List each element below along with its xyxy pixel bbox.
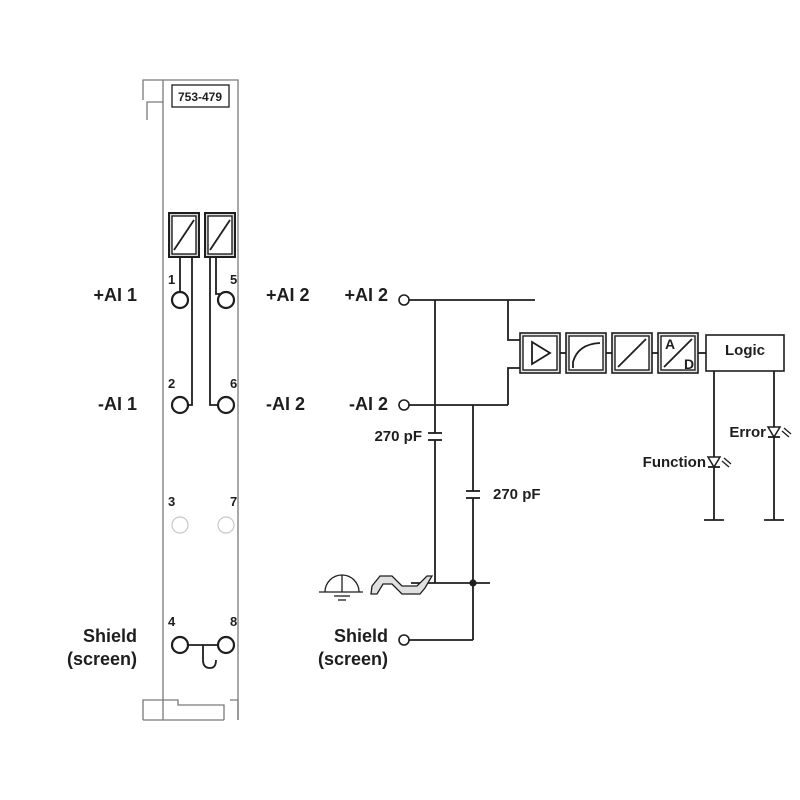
pin-5: 5	[230, 272, 237, 287]
part-number-box	[171, 84, 230, 108]
earth-ground-icon	[319, 574, 363, 601]
terminal-8	[216, 635, 236, 655]
label-plus-ai1: +AI 1	[93, 285, 137, 305]
schematic-terminal-plus	[398, 294, 410, 306]
label-screen: (screen)	[67, 649, 137, 669]
wire-amp-in-minus	[507, 367, 520, 405]
sensor-symbol-1	[168, 212, 200, 258]
logic-label: Logic	[725, 342, 765, 359]
label-shield: Shield	[83, 626, 137, 646]
error-led-icon	[766, 426, 792, 439]
shield-bridge-hook	[202, 645, 217, 669]
adc-label-d: D	[684, 356, 694, 372]
part-number: 753-479	[178, 90, 222, 104]
schematic-label-minus-ai2: -AI 2	[349, 394, 388, 414]
schematic-label-screen: (screen)	[318, 649, 388, 669]
pin-1: 1	[168, 272, 175, 287]
label-minus-ai1: -AI 1	[98, 394, 137, 414]
adc-label-a: A	[665, 336, 675, 352]
filter-block	[565, 332, 607, 374]
pin-8: 8	[230, 614, 237, 629]
schematic-terminal-shield	[398, 634, 410, 646]
isolator-block	[611, 332, 653, 374]
module-housing	[142, 79, 239, 721]
pin-3: 3	[168, 494, 175, 509]
terminal-6	[216, 395, 236, 415]
schematic-label-plus-ai2: +AI 2	[344, 285, 388, 305]
led-error-label: Error	[729, 424, 766, 441]
function-led-icon	[706, 456, 732, 469]
terminal-3	[171, 516, 189, 534]
logic-block	[705, 334, 785, 372]
wire-amp-in-plus	[507, 300, 520, 341]
label-plus-ai2: +AI 2	[266, 285, 310, 305]
terminal-7	[217, 516, 235, 534]
terminal-2	[170, 395, 190, 415]
capacitor-2-label: 270 pF	[493, 486, 541, 503]
schematic-label-shield: Shield	[334, 626, 388, 646]
adc-block	[657, 332, 699, 374]
pin-6: 6	[230, 376, 237, 391]
din-rail-icon	[370, 575, 434, 595]
pin-4: 4	[168, 614, 176, 629]
sensor-symbol-2	[204, 212, 236, 258]
terminal-1	[170, 290, 190, 310]
wire-sensor1-pin2	[180, 257, 193, 406]
wire-sensor2-pin6	[209, 257, 226, 406]
wire-sensor2-pin5	[215, 257, 226, 295]
terminal-4	[170, 635, 190, 655]
schematic-terminal-minus	[398, 399, 410, 411]
label-minus-ai2: -AI 2	[266, 394, 305, 414]
capacitor-1-label: 270 pF	[374, 428, 422, 445]
amplifier-block	[519, 332, 561, 374]
pin-7: 7	[230, 494, 237, 509]
led-function-label: Function	[643, 454, 706, 471]
junction-dot	[469, 579, 477, 587]
terminal-5	[216, 290, 236, 310]
pin-2: 2	[168, 376, 175, 391]
